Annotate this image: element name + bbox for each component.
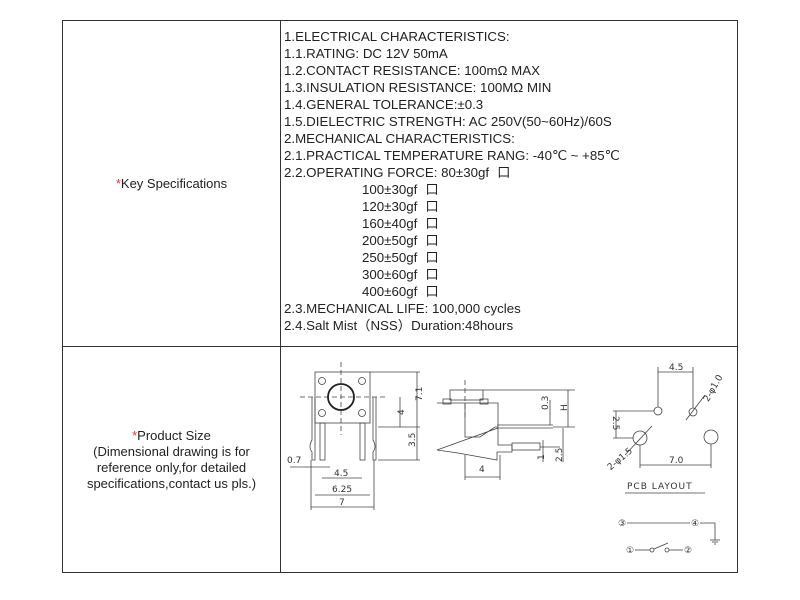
force-option: 300±60gf 口	[284, 266, 737, 283]
label-text: Key Specifications	[120, 175, 228, 191]
required-star: *	[132, 427, 138, 443]
spec-line: 1.ELECTRICAL CHARACTERISTICS:	[284, 29, 510, 44]
spec-line: 2.MECHANICAL CHARACTERISTICS:	[284, 131, 515, 146]
force-text: 160±40gf	[362, 216, 418, 231]
force-option: 160±40gf 口	[284, 215, 737, 232]
row-key-specifications: *Key Specifications 1.ELECTRICAL CHARACT…	[62, 20, 738, 347]
spec-line: 2.4.Salt Mist（NSS）Duration:48hours	[284, 318, 514, 333]
checkbox[interactable]: 口	[425, 233, 439, 248]
checkbox[interactable]: 口	[425, 199, 439, 214]
force-text: 400±60gf	[362, 284, 418, 299]
product-size-label: *Product Size (Dimensional drawing is fo…	[62, 346, 281, 573]
label-text: Product Size	[137, 427, 211, 443]
spec-line: 1.5.DIELECTRIC STRENGTH: AC 250V(50~60Hz…	[284, 114, 612, 129]
force-option: 400±60gf 口	[284, 283, 737, 300]
spec-line: 1.1.RATING: DC 12V 50mA	[284, 46, 448, 61]
spec-line: 1.4.GENERAL TOLERANCE:±0.3	[284, 97, 484, 112]
force-text: 120±30gf	[362, 199, 418, 214]
key-specifications-label: *Key Specifications	[62, 20, 281, 347]
force-option: 250±50gf 口	[284, 249, 737, 266]
spec-line: 2.2.OPERATING FORCE: 80±30gf 口	[284, 164, 737, 181]
required-star: *	[115, 175, 121, 191]
drawing-note: (Dimensional drawing is for reference on…	[86, 443, 257, 491]
force-text: 300±60gf	[362, 267, 418, 282]
specifications-list: 1.ELECTRICAL CHARACTERISTICS: 1.1.RATING…	[280, 20, 738, 347]
force-text: 2.2.OPERATING FORCE: 80±30gf	[284, 165, 490, 180]
force-option: 100±30gf 口	[284, 181, 737, 198]
dimension-drawing-cell	[280, 346, 738, 573]
force-option: 120±30gf 口	[284, 198, 737, 215]
force-text: 250±50gf	[362, 250, 418, 265]
row-product-size: *Product Size (Dimensional drawing is fo…	[62, 346, 738, 573]
force-text: 100±30gf	[362, 182, 418, 197]
checkbox[interactable]: 口	[497, 165, 511, 180]
checkbox[interactable]: 口	[425, 216, 439, 231]
spec-line: 1.3.INSULATION RESISTANCE: 100MΩ MIN	[284, 80, 552, 95]
spec-line: 2.1.PRACTICAL TEMPERATURE RANG: -40℃ ~ +…	[284, 148, 620, 163]
checkbox[interactable]: 口	[425, 182, 439, 197]
checkbox[interactable]: 口	[425, 284, 439, 299]
spec-table: *Key Specifications 1.ELECTRICAL CHARACT…	[62, 20, 738, 573]
checkbox[interactable]: 口	[425, 250, 439, 265]
spec-line: 1.2.CONTACT RESISTANCE: 100mΩ MAX	[284, 63, 540, 78]
force-text: 200±50gf	[362, 233, 418, 248]
force-option: 200±50gf 口	[284, 232, 737, 249]
spec-line: 2.3.MECHANICAL LIFE: 100,000 cycles	[284, 301, 521, 316]
checkbox[interactable]: 口	[425, 267, 439, 282]
